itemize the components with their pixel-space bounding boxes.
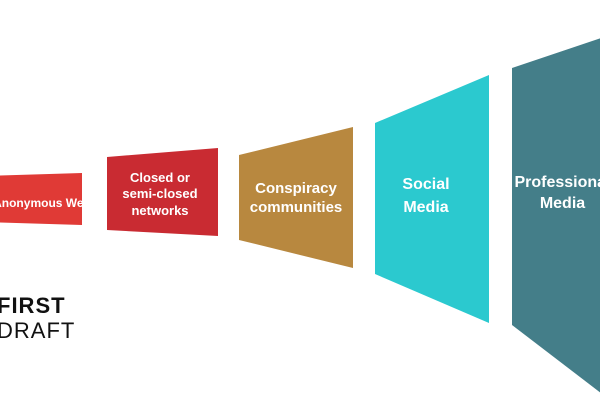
stage-label-closed-networks: Closed or semi-closed networks xyxy=(122,170,198,218)
conspiracy-communities-stage xyxy=(239,127,353,268)
closed-networks-stage xyxy=(107,148,218,236)
logo-first-text: FIRST xyxy=(0,293,66,318)
stage-label-social-media: Social Media xyxy=(402,176,450,217)
social-media-stage xyxy=(375,75,489,323)
professional-media-stage xyxy=(512,38,600,393)
first-draft-logo: FIRST DRAFT xyxy=(0,295,75,342)
stage-label-conspiracy-communities: Conspiracy communities xyxy=(249,180,343,216)
stage-label-professional-media: Professional Media xyxy=(514,174,600,212)
stage-label-anonymous-web: Anonymous Web xyxy=(0,196,91,210)
logo-draft-text: DRAFT xyxy=(0,318,76,343)
anonymous-web-stage xyxy=(0,173,82,225)
